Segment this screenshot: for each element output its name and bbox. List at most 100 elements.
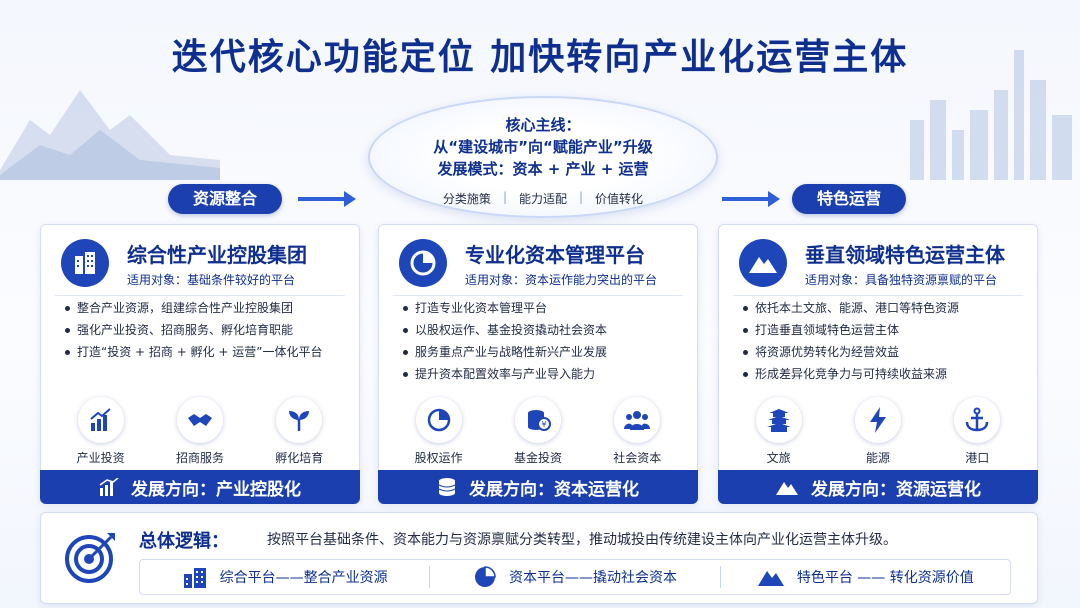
core-tag: 能力适配 — [518, 192, 567, 206]
icon-item-fund-investment: ¥ 基金投资 — [498, 397, 578, 466]
icon-item-incubation: 孵化培育 — [259, 397, 339, 466]
card-title: 综合性产业控股集团 — [127, 243, 307, 267]
resource-integration-pill: 资源整合 — [168, 184, 282, 214]
icon-label: 社会资本 — [613, 451, 662, 465]
list-item: 以股权运作、基金投资撬动社会资本 — [403, 319, 693, 341]
overall-logic-panel: 总体逻辑： 按照平台基础条件、资本能力与资源禀赋分类转型，推动城投由传统建设主体… — [40, 512, 1038, 604]
icon-item-energy: 能源 — [838, 397, 918, 466]
building-icon — [183, 568, 206, 588]
card-direction-bar: 发展方向：资本运营化 — [378, 470, 698, 504]
card-subtitle: 适用对象：具备独特资源禀赋的平台 — [805, 273, 998, 287]
card-bullet-list: 整合产业资源，组建综合性产业控股集团 强化产业投资、招商服务、孵化培育职能 打造… — [65, 297, 355, 363]
tag-separator: | — [502, 190, 507, 204]
core-model-text: 发展模式：资本 + 产业 + 运营 — [437, 160, 649, 178]
list-item: 提升资本配置效率与产业导入能力 — [403, 363, 693, 385]
anchor-icon — [954, 397, 1001, 443]
people-group-icon — [614, 397, 661, 443]
core-label: 核心主线： — [505, 116, 581, 134]
summary-item-capital: 资本平台——撬动社会资本 — [430, 565, 719, 589]
icon-label: 能源 — [865, 451, 890, 465]
core-mainline-ellipse: 核心主线： 从“建设城市”向“赋能产业”升级 发展模式：资本 + 产业 + 运营… — [368, 96, 718, 218]
tag-separator: | — [579, 190, 584, 204]
handshake-icon — [176, 397, 223, 443]
mountain-icon — [776, 482, 798, 495]
list-item: 打造垂直领域特色运营主体 — [743, 319, 1033, 341]
overall-logic-text: 按照平台基础条件、资本能力与资源禀赋分类转型，推动城投由传统建设主体向产业化运营… — [267, 532, 897, 548]
card-vertical-operation-entity: 垂直领域特色运营主体 适用对象：具备独特资源禀赋的平台 依托本土文旅、能源、港口… — [718, 224, 1038, 504]
icon-item-investment-service: 招商服务 — [160, 397, 240, 466]
icon-item-port: 港口 — [937, 397, 1017, 466]
lightning-icon — [854, 397, 901, 443]
pie-chart-icon — [415, 397, 462, 443]
card-direction-text: 发展方向：产业控股化 — [131, 479, 301, 500]
divider — [719, 566, 721, 588]
card-bullet-list: 依托本土文旅、能源、港口等特色资源 打造垂直领域特色运营主体 将资源优势转化为经… — [743, 297, 1033, 385]
card-icon-row: 文旅 能源 港口 — [729, 397, 1027, 466]
card-divider — [393, 295, 683, 296]
pie-chart-icon — [474, 566, 496, 587]
growth-chart-icon — [99, 478, 119, 496]
featured-operation-pill: 特色运营 — [792, 184, 906, 214]
overall-logic-label: 总体逻辑： — [139, 531, 229, 552]
icon-label: 基金投资 — [513, 451, 562, 465]
growth-chart-icon — [77, 397, 124, 443]
icon-item-social-capital: 社会资本 — [597, 397, 677, 466]
list-item: 服务重点产业与战略性新兴产业发展 — [403, 341, 693, 363]
page-title: 迭代核心功能定位 加快转向产业化运营主体 — [171, 37, 909, 78]
coin-stack-icon: ¥ — [514, 397, 561, 443]
icon-label: 招商服务 — [175, 451, 224, 465]
card-direction-text: 发展方向：资本运营化 — [469, 479, 639, 500]
arrow-right-icon — [298, 191, 356, 207]
card-title: 垂直领域特色运营主体 — [805, 243, 1005, 267]
arrow-right-icon — [722, 191, 780, 207]
pagoda-icon — [755, 397, 802, 443]
core-tag: 价值转化 — [595, 192, 644, 206]
list-item: 依托本土文旅、能源、港口等特色资源 — [743, 297, 1033, 319]
svg-text:¥: ¥ — [541, 420, 546, 429]
summary-text: 资本平台——撬动社会资本 — [508, 570, 677, 586]
icon-label: 港口 — [965, 451, 990, 465]
card-capital-management-platform: 专业化资本管理平台 适用对象：资本运作能力突出的平台 打造专业化资本管理平台 以… — [378, 224, 698, 504]
icon-label: 产业投资 — [76, 451, 125, 465]
building-icon — [61, 239, 109, 287]
card-direction-bar: 发展方向：产业控股化 — [40, 470, 360, 504]
coin-stack-icon — [438, 478, 456, 496]
summary-text: 特色平台 —— 转化资源价值 — [796, 570, 974, 586]
card-subtitle: 适用对象：资本运作能力突出的平台 — [465, 273, 658, 287]
pie-chart-icon — [399, 239, 447, 287]
icon-item-culture-tourism: 文旅 — [739, 397, 819, 466]
card-icon-row: 股权运作 ¥ 基金投资 社会资本 — [389, 397, 687, 466]
icon-label: 孵化培育 — [275, 451, 324, 465]
icon-item-equity-operation: 股权运作 — [399, 397, 479, 466]
summary-item-comprehensive: 综合平台——整合产业资源 — [140, 566, 429, 588]
core-mainline-text: 从“建设城市”向“赋能产业”升级 — [433, 138, 653, 156]
divider — [429, 566, 431, 588]
icon-item-industry-investment: 产业投资 — [61, 397, 141, 466]
mountain-icon — [739, 239, 787, 287]
card-direction-bar: 发展方向：资源运营化 — [718, 470, 1038, 504]
card-divider — [55, 295, 345, 296]
target-icon — [65, 533, 115, 583]
mountain-icon — [757, 571, 784, 586]
icon-label: 股权运作 — [414, 451, 463, 465]
card-bullet-list: 打造专业化资本管理平台 以股权运作、基金投资撬动社会资本 服务重点产业与战略性新… — [403, 297, 693, 385]
sprout-icon — [276, 397, 323, 443]
summary-item-featured: 特色平台 —— 转化资源价值 — [721, 567, 1010, 587]
summary-text: 综合平台——整合产业资源 — [219, 570, 388, 586]
mountain-landscape-decoration — [0, 90, 220, 180]
city-skyline-decoration — [910, 50, 1072, 180]
card-divider — [733, 295, 1023, 296]
list-item: 强化产业投资、招商服务、孵化培育职能 — [65, 319, 355, 341]
core-tags: 分类施策 | 能力适配 | 价值转化 — [370, 190, 716, 207]
list-item: 打造专业化资本管理平台 — [403, 297, 693, 319]
list-item: 形成差异化竞争力与可持续收益来源 — [743, 363, 1033, 385]
list-item: 打造“投资 + 招商 + 孵化 + 运营”一体化平台 — [65, 341, 355, 363]
core-tag: 分类施策 — [442, 192, 491, 206]
card-icon-row: 产业投资 招商服务 孵化培育 — [51, 397, 349, 466]
card-industrial-holding-group: 综合性产业控股集团 适用对象：基础条件较好的平台 整合产业资源，组建综合性产业控… — [40, 224, 360, 504]
icon-label: 文旅 — [766, 451, 791, 465]
card-subtitle: 适用对象：基础条件较好的平台 — [127, 273, 296, 287]
card-title: 专业化资本管理平台 — [465, 243, 645, 267]
platform-summary-strip: 综合平台——整合产业资源 资本平台——撬动社会资本 特色平台 —— 转化资源价值 — [139, 559, 1011, 595]
list-item: 整合产业资源，组建综合性产业控股集团 — [65, 297, 355, 319]
